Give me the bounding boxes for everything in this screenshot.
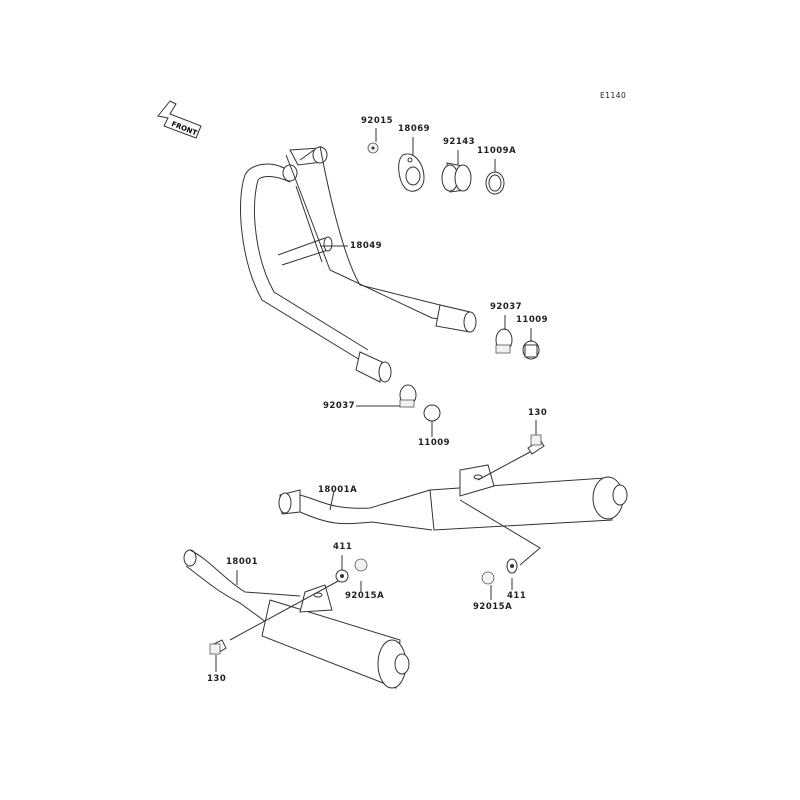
bolt-130-upper[interactable]	[530, 434, 542, 446]
part-label-18049[interactable]: 18049	[350, 241, 383, 251]
nut-92015A-right[interactable]	[481, 571, 495, 585]
part-label-130-upper[interactable]: 130	[528, 408, 548, 418]
part-label-18001A[interactable]: 18001A	[318, 485, 358, 495]
part-label-92037-upper[interactable]: 92037	[490, 302, 523, 312]
washer-411-right[interactable]	[506, 558, 518, 574]
clamp-92037-upper[interactable]	[495, 328, 513, 354]
muffler-18001A[interactable]	[278, 439, 628, 566]
clamp-92143[interactable]	[441, 162, 472, 193]
part-label-11009-lower[interactable]: 11009	[418, 438, 451, 448]
clamp-92037-lower[interactable]	[399, 384, 417, 408]
part-label-11009-upper[interactable]: 11009	[516, 315, 549, 325]
part-label-92037-lower[interactable]: 92037	[323, 401, 356, 411]
part-label-92143[interactable]: 92143	[443, 137, 476, 147]
muffler-18001[interactable]	[183, 549, 410, 689]
part-label-411-left[interactable]: 411	[333, 542, 353, 552]
header-pipe-18049[interactable]	[240, 145, 477, 383]
part-label-92015A-right[interactable]: 92015A	[473, 602, 513, 612]
diagram-code: E1140	[600, 91, 627, 100]
part-label-130-lower[interactable]: 130	[207, 674, 227, 684]
part-label-18069[interactable]: 18069	[398, 124, 431, 134]
part-label-11009A[interactable]: 11009A	[477, 146, 517, 156]
part-label-411-right[interactable]: 411	[507, 591, 527, 601]
front-arrow-icon: FRONT	[157, 100, 202, 139]
nut-92015A-left[interactable]	[354, 558, 368, 572]
gasket-18069[interactable]	[398, 153, 425, 192]
gasket-11009A[interactable]	[485, 171, 505, 195]
gasket-11009-lower[interactable]	[423, 404, 441, 422]
bolt-130-lower[interactable]	[209, 643, 221, 655]
washer-411-left[interactable]	[335, 569, 349, 583]
part-label-18001[interactable]: 18001	[226, 557, 259, 567]
part-label-92015A-left[interactable]: 92015A	[345, 591, 385, 601]
gasket-11009-upper[interactable]	[522, 340, 540, 360]
nut-92015[interactable]	[367, 142, 379, 154]
part-label-92015[interactable]: 92015	[361, 116, 394, 126]
